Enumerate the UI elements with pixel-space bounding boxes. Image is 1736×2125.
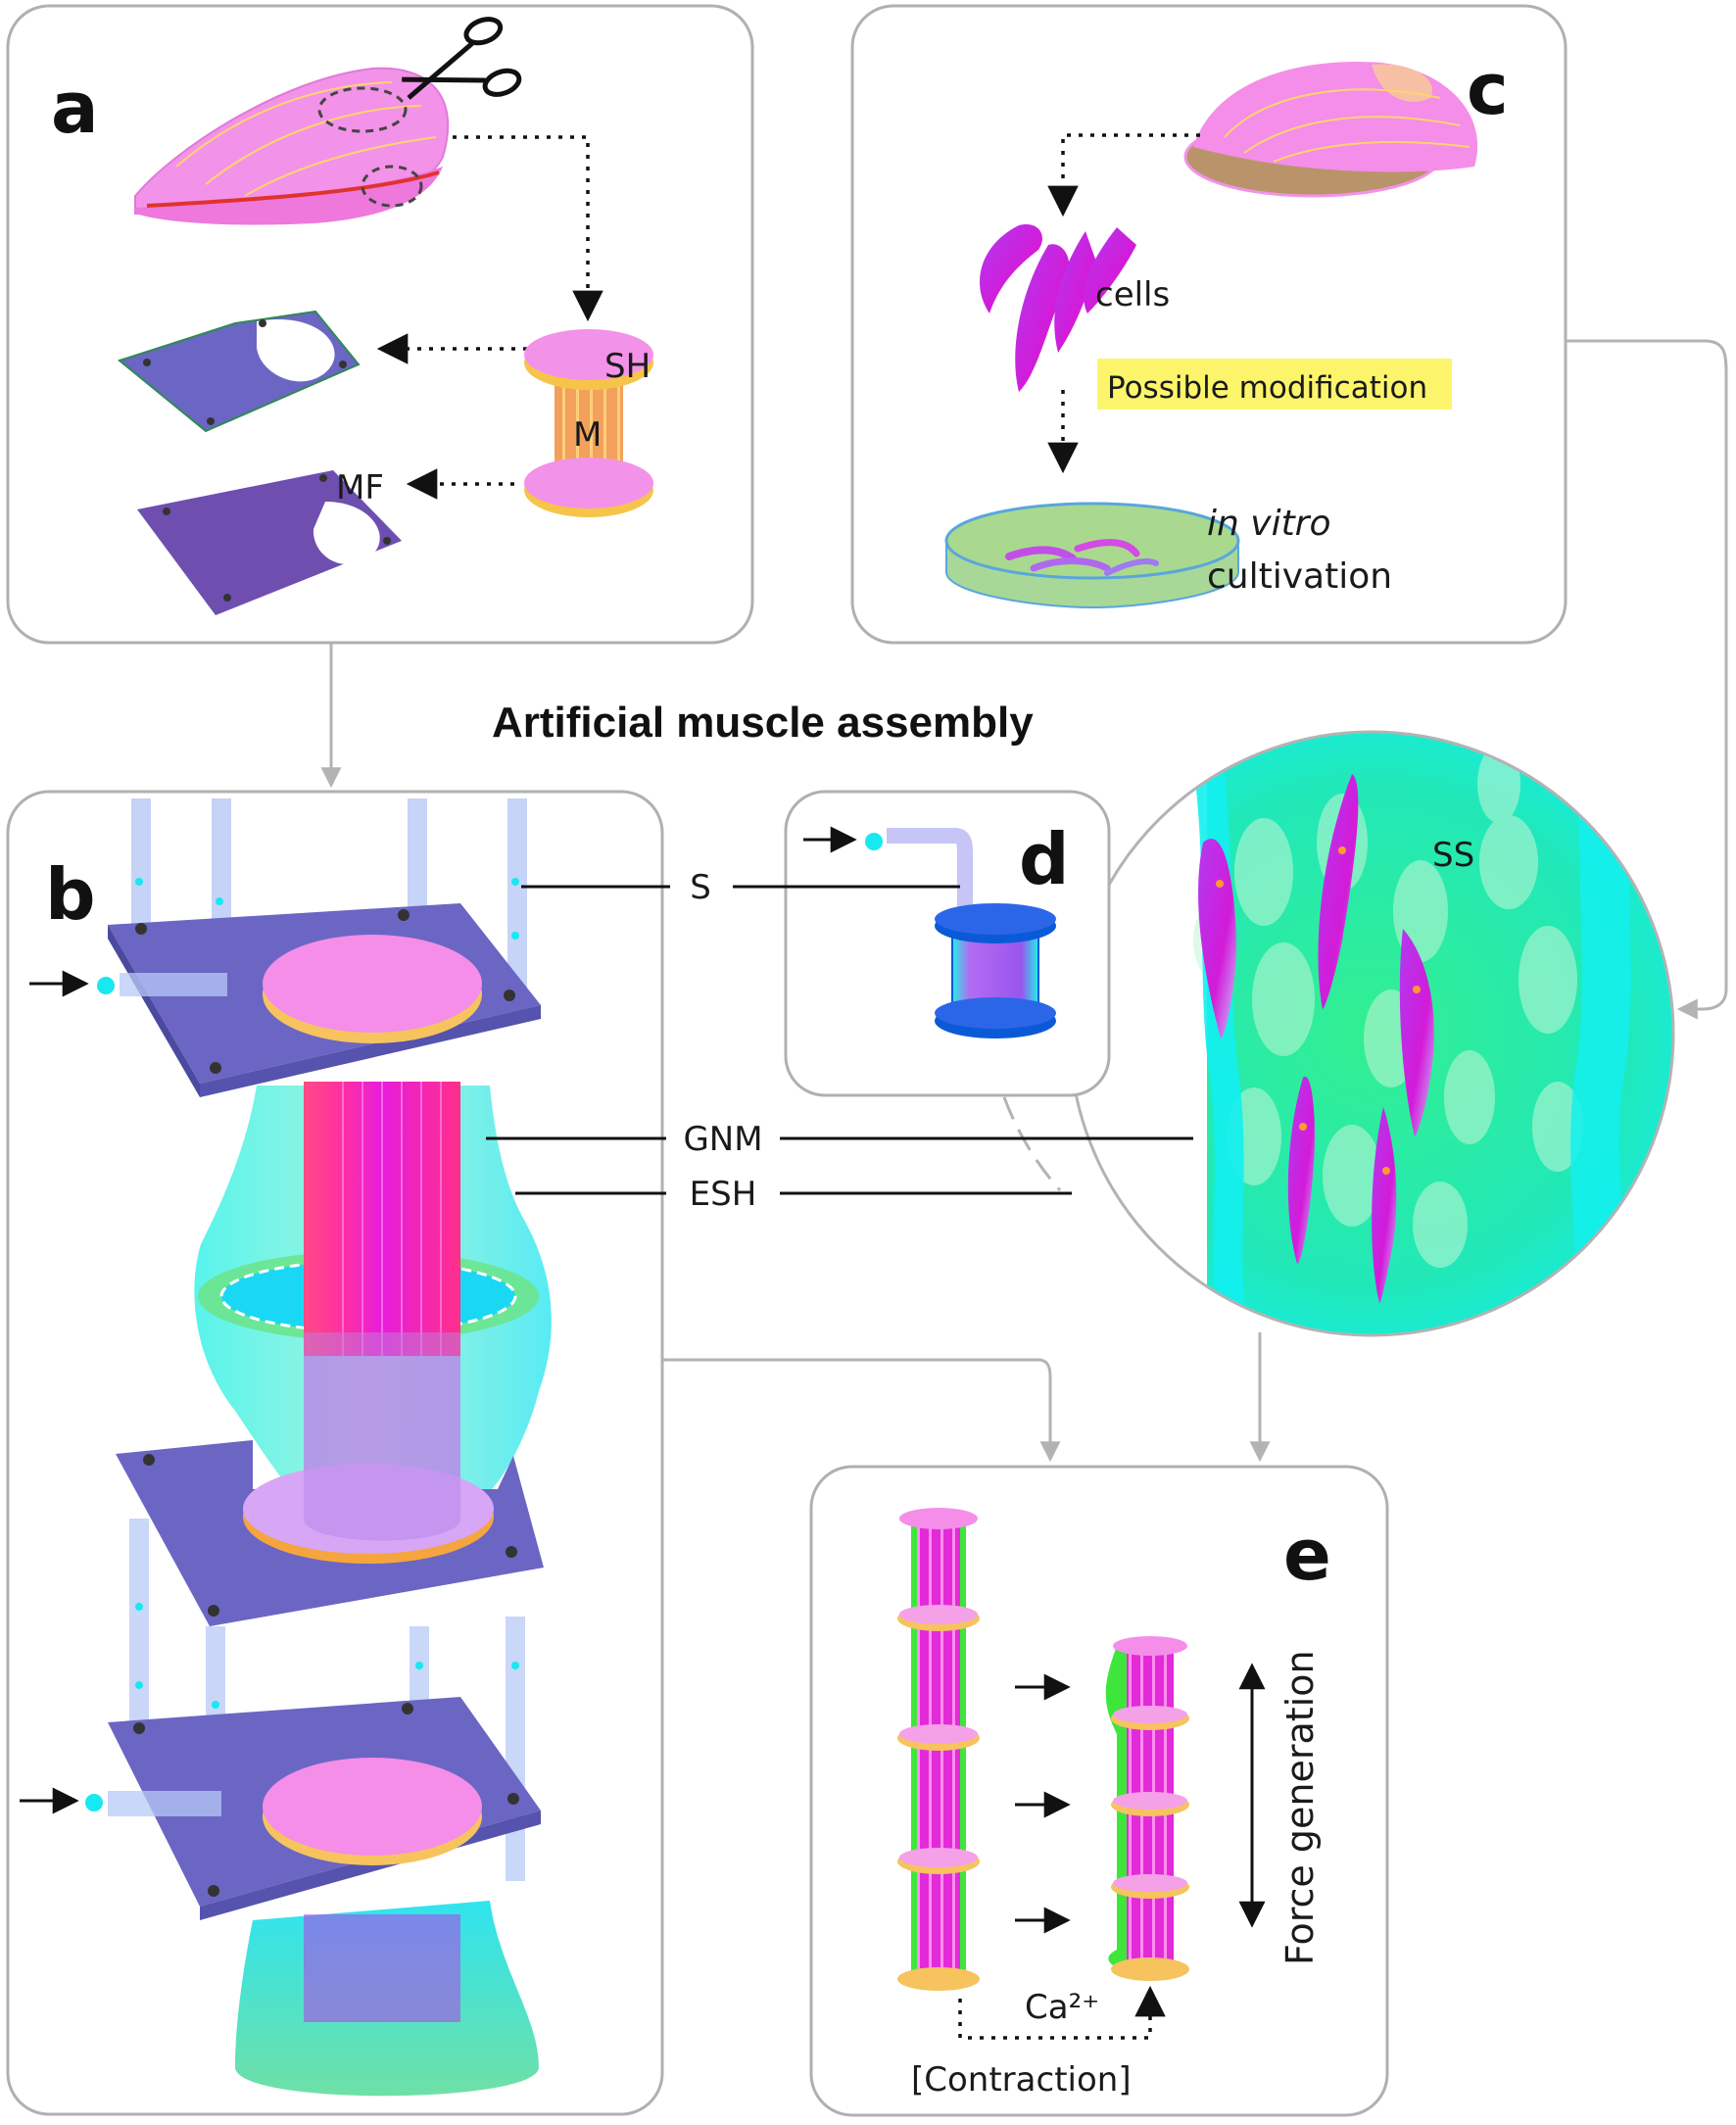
tube-d bbox=[887, 828, 973, 911]
spool-d bbox=[935, 903, 1056, 1038]
column-contracted bbox=[1105, 1636, 1189, 1981]
plate-bottom bbox=[137, 470, 402, 615]
label-in-vitro: in vitro bbox=[1207, 504, 1331, 544]
panel-e-letter: e bbox=[1283, 1514, 1331, 1596]
panel-a-letter: a bbox=[51, 67, 99, 149]
label-contraction: [Contraction] bbox=[911, 2060, 1132, 2100]
column-relaxed bbox=[897, 1508, 980, 1991]
scissors-icon bbox=[402, 17, 522, 100]
clam-c bbox=[1183, 62, 1478, 198]
inlet-dot-b-bottom bbox=[85, 1794, 103, 1811]
petri-dish bbox=[944, 502, 1240, 609]
clam-shell bbox=[134, 67, 450, 225]
projection-line bbox=[1002, 1096, 1062, 1191]
arrow-clam-to-cells bbox=[1047, 133, 1200, 217]
label-ss: SS bbox=[1432, 836, 1474, 875]
label-sh: SH bbox=[604, 347, 651, 386]
panel-c: c cells Possible modification i bbox=[944, 48, 1509, 609]
panel-e: e Force generation Ca²⁺ bbox=[897, 1508, 1331, 2100]
figure-title: Artificial muscle assembly bbox=[492, 699, 1034, 747]
arrow-c-to-ss bbox=[1566, 339, 1728, 1020]
ss-cells bbox=[1198, 774, 1434, 1303]
panel-a: a bbox=[51, 17, 653, 615]
label-possible-modification: Possible modification bbox=[1107, 370, 1427, 406]
support-rods-top bbox=[131, 798, 527, 1014]
panel-c-letter: c bbox=[1467, 48, 1509, 130]
modification-highlight bbox=[1097, 359, 1452, 410]
label-s: S bbox=[690, 868, 711, 907]
label-m: M bbox=[573, 415, 602, 455]
muscle-spool bbox=[524, 329, 653, 517]
panel-d-letter: d bbox=[1019, 818, 1070, 900]
inlet-dot-d bbox=[865, 833, 883, 850]
label-esh: ESH bbox=[690, 1175, 757, 1214]
label-gnm: GNM bbox=[683, 1120, 762, 1159]
label-cultivation: cultivation bbox=[1207, 556, 1392, 597]
label-mf: MF bbox=[336, 468, 384, 507]
cells-c bbox=[980, 224, 1136, 392]
ss-magnified-view: SS bbox=[1068, 730, 1675, 1337]
plate-top bbox=[117, 310, 361, 433]
panel-d: d bbox=[784, 790, 1111, 1097]
panel-b-letter: b bbox=[45, 853, 96, 936]
arrow-b-to-e bbox=[662, 1358, 1061, 1463]
panel-b: b bbox=[20, 798, 1193, 2097]
inlet-dot-b-top bbox=[97, 977, 115, 994]
label-ca: Ca²⁺ bbox=[1025, 1988, 1099, 2027]
label-cells: cells bbox=[1095, 275, 1170, 314]
label-force-generation: Force generation bbox=[1278, 1650, 1322, 1965]
